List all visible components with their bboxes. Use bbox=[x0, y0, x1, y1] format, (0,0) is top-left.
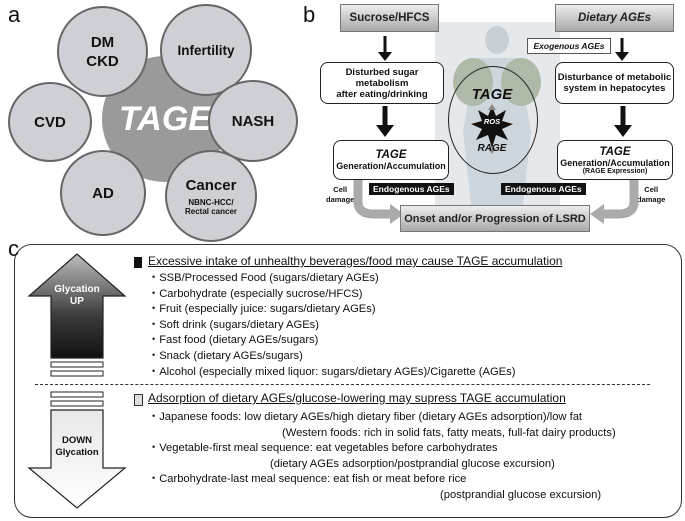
dm-label: DM bbox=[90, 33, 115, 51]
down-arrow-icon bbox=[614, 106, 632, 137]
dashed-divider bbox=[35, 384, 650, 385]
curved-arrow-left-icon bbox=[353, 180, 404, 224]
ros-burst-icon bbox=[471, 104, 513, 154]
glycation-down-l1: DOWN bbox=[61, 435, 93, 446]
nash-circle: NASH bbox=[208, 80, 298, 162]
ros-label: ROS bbox=[483, 117, 501, 126]
list-item: ・Fruit (especially juice: sugars/dietary… bbox=[148, 303, 376, 316]
panel-c-frame bbox=[14, 244, 682, 518]
center-tage-label: TAGE bbox=[471, 86, 513, 103]
black-square-bullet bbox=[134, 257, 142, 268]
center-ellipse bbox=[448, 66, 538, 174]
disturbance-metabolic-box: Disturbance of metabolic system in hepat… bbox=[555, 62, 674, 104]
curved-arrow-right-icon bbox=[590, 180, 639, 224]
list-item: ・Soft drink (sugars/dietary AGEs) bbox=[148, 318, 319, 331]
cancer-sub1: NBNC-HCC/ bbox=[188, 197, 234, 207]
list-item-note: (Western foods: rich in solid fats, fatt… bbox=[282, 426, 616, 439]
panel-label-b: b bbox=[303, 2, 316, 27]
list-item-note: (dietary AGEs adsorption/postprandial gl… bbox=[270, 457, 555, 470]
infertility-label: Infertility bbox=[177, 42, 235, 58]
unhealthy-food-list: ・SSB/Processed Food (sugars/dietary AGEs… bbox=[148, 271, 515, 380]
cell-damage-left-l2: damage bbox=[326, 195, 355, 204]
exogenous-ages-label: Exogenous AGEs bbox=[527, 38, 611, 54]
glycation-up-l2: UP bbox=[70, 296, 84, 307]
heading-adsorption: Adsorption of dietary AGEs/glucose-lower… bbox=[148, 391, 566, 405]
panel-a: TAGE DM CKD Infertility NASH Cancer NBNC… bbox=[8, 4, 298, 242]
list-item: ・Alcohol (especially mixed liquor: sugar… bbox=[148, 365, 516, 378]
right-tage-sub: Generation/Accumulation bbox=[560, 157, 670, 168]
right-tage-generation-box: TAGE Generation/Accumulation (RAGE Expre… bbox=[557, 140, 673, 180]
cell-damage-right-l1: Cell bbox=[644, 185, 659, 194]
disturbed-sugar-line2: after eating/drinking bbox=[336, 88, 428, 100]
cell-damage-left: Cell damage bbox=[326, 185, 354, 205]
panel-label-a: a bbox=[8, 2, 21, 27]
left-tage-sub: Generation/Accumulation bbox=[336, 161, 446, 171]
down-arrow-icon bbox=[615, 38, 629, 61]
list-item-note: (postprandial glucose excursion) bbox=[440, 488, 602, 501]
list-item: ・Fast food (dietary AGEs/sugars) bbox=[148, 334, 319, 347]
right-tage-title: TAGE bbox=[599, 145, 631, 158]
list-item: ・Snack (dietary AGEs/sugars) bbox=[148, 349, 303, 362]
panel-label-c: c bbox=[8, 236, 19, 261]
dietary-ages-header: Dietary AGEs bbox=[555, 4, 674, 32]
down-arrow-icon bbox=[376, 106, 394, 137]
rage-label: RAGE bbox=[477, 143, 507, 154]
down-arrow-icon bbox=[378, 36, 392, 61]
sucrose-hfcs-header: Sucrose/HFCS bbox=[340, 4, 439, 32]
glycation-down-arrow-icon bbox=[27, 391, 127, 509]
ad-label: AD bbox=[92, 184, 114, 202]
cancer-circle: Cancer NBNC-HCC/ Rectal cancer bbox=[165, 150, 257, 242]
ad-circle: AD bbox=[60, 150, 146, 236]
list-item: ・Carbohydrate-last meal sequence: eat fi… bbox=[148, 473, 467, 486]
cell-damage-left-l1: Cell bbox=[333, 185, 348, 194]
healthy-food-list: ・Japanese foods: low dietary AGEs/high d… bbox=[148, 410, 668, 504]
panel-b: Sucrose/HFCS Dietary AGEs Exogenous AGEs… bbox=[0, 0, 685, 240]
list-item: ・SSB/Processed Food (sugars/dietary AGEs… bbox=[148, 272, 379, 284]
glycation-up-l1: Glycation bbox=[54, 284, 100, 295]
glycation-up-label: Glycation UP bbox=[51, 284, 103, 308]
list-item: ・Carbohydrate (especially sucrose/HFCS) bbox=[148, 287, 363, 300]
list-item: ・Japanese foods: low dietary AGEs/high d… bbox=[148, 411, 583, 423]
disturbed-sugar-line1: Disturbed sugar metabolism bbox=[345, 66, 419, 89]
endogenous-ages-left: Endogenous AGEs bbox=[369, 183, 454, 195]
left-tage-title: TAGE bbox=[375, 149, 407, 161]
cell-damage-right: Cell damage bbox=[637, 185, 665, 205]
endogenous-ages-right: Endogenous AGEs bbox=[501, 183, 586, 195]
disturbed-sugar-box: Disturbed sugar metabolism after eating/… bbox=[320, 62, 444, 104]
cancer-sub2: Rectal cancer bbox=[184, 206, 238, 216]
glycation-up-arrow-icon bbox=[27, 253, 127, 377]
heading-excessive-intake: Excessive intake of unhealthy beverages/… bbox=[148, 254, 563, 268]
dm-ckd-circle: DM CKD bbox=[57, 6, 148, 97]
cancer-label: Cancer bbox=[185, 176, 237, 194]
disturbance-line2: system in hepatocytes bbox=[563, 83, 666, 94]
infertility-circle: Infertility bbox=[160, 4, 252, 96]
lsrd-box: Onset and/or Progression of LSRD bbox=[400, 205, 590, 232]
cvd-circle: CVD bbox=[8, 82, 92, 162]
ckd-label: CKD bbox=[86, 52, 119, 70]
right-tage-sub2: (RAGE Expression) bbox=[582, 167, 648, 175]
cell-damage-right-l2: damage bbox=[637, 195, 666, 204]
nash-label: NASH bbox=[231, 112, 275, 130]
left-tage-generation-box: TAGE Generation/Accumulation bbox=[333, 140, 449, 180]
disturbance-line1: Disturbance of metabolic bbox=[557, 72, 672, 83]
cvd-label: CVD bbox=[34, 113, 66, 131]
glycation-down-l2: Glycation bbox=[55, 447, 99, 458]
list-item: ・Vegetable-first meal sequence: eat vege… bbox=[148, 442, 498, 455]
glycation-down-label: DOWN Glycation bbox=[51, 435, 103, 459]
gray-square-bullet bbox=[134, 394, 143, 406]
